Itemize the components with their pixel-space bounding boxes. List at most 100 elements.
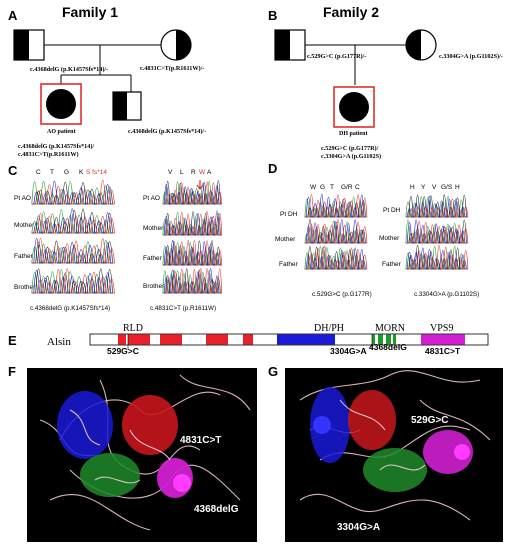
panel-c-row-brother: Brother xyxy=(14,284,36,291)
chromatogram-trace xyxy=(162,242,220,266)
domain-label-rld: RLD xyxy=(123,323,143,334)
panel-g-protein-structure xyxy=(299,370,491,521)
svg-text:C: C xyxy=(36,169,41,176)
family1-proband-label: AO patient xyxy=(47,129,76,135)
family2-father-symbol xyxy=(274,29,306,61)
mutation-4831ct: 4831C>T xyxy=(425,346,461,356)
panel-d-row-father: Father xyxy=(279,261,299,268)
domain-label-morn: MORN xyxy=(375,323,405,334)
panel-c-row-mother: Mother xyxy=(14,222,35,229)
panel-c-left-chromatograms xyxy=(31,179,115,294)
panel-d-caption-left: c.529G>C (p.G177R) xyxy=(312,291,372,298)
panel-label-b: B xyxy=(268,8,277,23)
chromatogram-trace xyxy=(406,195,466,218)
chromatogram-trace xyxy=(305,219,365,244)
panel-c-right-sequence: V L R W A xyxy=(168,169,212,176)
chromatogram-trace xyxy=(32,268,115,294)
chromatogram-trace xyxy=(405,219,466,244)
svg-text:Y: Y xyxy=(421,184,426,191)
panel-f-label-4368delg: 4368delG xyxy=(194,504,239,515)
chromatogram-trace xyxy=(305,194,368,218)
panel-f-label-4831ct: 4831C>T xyxy=(180,435,221,446)
chromatogram-trace xyxy=(32,181,113,205)
chromatogram-trace xyxy=(304,246,365,270)
svg-text:V: V xyxy=(168,169,173,176)
panel-d-left-chromatograms xyxy=(304,193,368,270)
svg-text:G: G xyxy=(64,169,69,176)
chromatogram-trace xyxy=(31,269,112,294)
panel-c-row-brother-right: Brother xyxy=(143,283,165,290)
family2-proband-variant-1: c.529G>C (p.G177R)/ xyxy=(321,145,379,152)
domain-label-vps9: VPS9 xyxy=(430,323,453,334)
family1-proband-symbol xyxy=(46,89,76,119)
family2-mother-variant: c.3304G>A (p.G1102S)/- xyxy=(439,53,503,60)
chromatogram-trace xyxy=(305,219,368,244)
chromatogram-trace xyxy=(162,180,220,205)
panel-c-mutation-arrow xyxy=(196,180,204,190)
chromatogram-trace xyxy=(32,268,113,294)
chromatogram-trace xyxy=(162,270,220,294)
family1-mother-variant: c.4831C>T(p.R1611W)/- xyxy=(140,65,204,72)
family1-title: Family 1 xyxy=(62,4,118,20)
svg-text:L: L xyxy=(180,169,184,176)
panel-label-f: F xyxy=(8,364,16,379)
chromatogram-trace xyxy=(406,219,466,244)
chromatogram-trace xyxy=(406,220,469,244)
family1-proband-variant-2: c.4831C>T(p.R1611W) xyxy=(18,151,79,158)
chromatogram-trace xyxy=(32,213,115,234)
domain-label-dhph: DH/PH xyxy=(314,323,344,334)
svg-text:V: V xyxy=(432,184,437,191)
chromatogram-trace xyxy=(32,240,113,264)
panel-c-row-father-right: Father xyxy=(143,255,163,262)
panel-d-caption-right: c.3304G>A (p.G1102S) xyxy=(414,291,479,298)
svg-text:W: W xyxy=(310,184,317,191)
chromatogram-trace xyxy=(163,240,223,266)
chromatogram-trace xyxy=(163,268,223,294)
chromatogram-trace xyxy=(305,245,368,270)
chromatogram-trace xyxy=(31,180,112,205)
chromatogram-trace xyxy=(406,245,469,270)
family2-proband-variant-2: c.3304G>A (p.G1102S) xyxy=(321,153,381,160)
chromatogram-trace xyxy=(163,268,220,294)
panel-c-row-pt-right: Pt AO xyxy=(143,195,160,202)
panel-d-row-pt: Pt DH xyxy=(280,211,298,218)
svg-text:T: T xyxy=(50,169,54,176)
panel-c-right-chromatograms xyxy=(162,180,223,294)
family2-title: Family 2 xyxy=(323,4,379,20)
protein-label: Alsin xyxy=(47,336,71,348)
panel-label-g: G xyxy=(268,364,278,379)
alsin-domain-bar xyxy=(89,333,489,350)
chromatogram-trace xyxy=(405,195,466,218)
family1-brother-symbol xyxy=(112,91,142,121)
svg-text:G/S: G/S xyxy=(441,184,453,191)
family1-father-variant: c.4368delG (p.K1457Sfs*14)/- xyxy=(30,66,108,73)
chromatogram-trace xyxy=(163,181,223,205)
panel-c-left-sequence: C T G K S fs*14 xyxy=(36,169,107,176)
chromatogram-trace xyxy=(163,240,220,266)
mutation-529gc: 529G>C xyxy=(107,346,139,356)
panel-d-row-mother-right: Mother xyxy=(379,235,400,242)
family2-proband-label: DH patient xyxy=(339,131,368,137)
family1-proband-highlight xyxy=(40,83,82,125)
panel-label-d: D xyxy=(268,161,277,176)
family1-mother-symbol xyxy=(160,29,192,61)
chromatogram-trace xyxy=(163,181,220,205)
panel-f-protein-structure xyxy=(39,374,251,531)
chromatogram-trace xyxy=(32,179,115,205)
svg-text:G: G xyxy=(320,184,325,191)
family2-father-variant: c.529G>C (p.G177R)/- xyxy=(307,53,366,60)
chromatogram-trace xyxy=(406,194,467,218)
panel-g-label-3304ga: 3304G>A xyxy=(337,522,380,533)
panel-g-label-529gc: 529G>C xyxy=(411,415,449,426)
panel-d-left-sequence: W G T G/R C xyxy=(310,184,360,191)
svg-text:T: T xyxy=(330,184,334,191)
family2-mother-symbol xyxy=(405,29,437,61)
chromatogram-trace xyxy=(32,208,112,234)
chromatogram-trace xyxy=(163,180,221,205)
panel-d-row-pt-right: Pt DH xyxy=(383,207,401,214)
svg-text:A: A xyxy=(207,169,212,176)
svg-text:H: H xyxy=(410,184,415,191)
family2-lines xyxy=(305,44,406,85)
chromatogram-trace xyxy=(406,198,469,218)
